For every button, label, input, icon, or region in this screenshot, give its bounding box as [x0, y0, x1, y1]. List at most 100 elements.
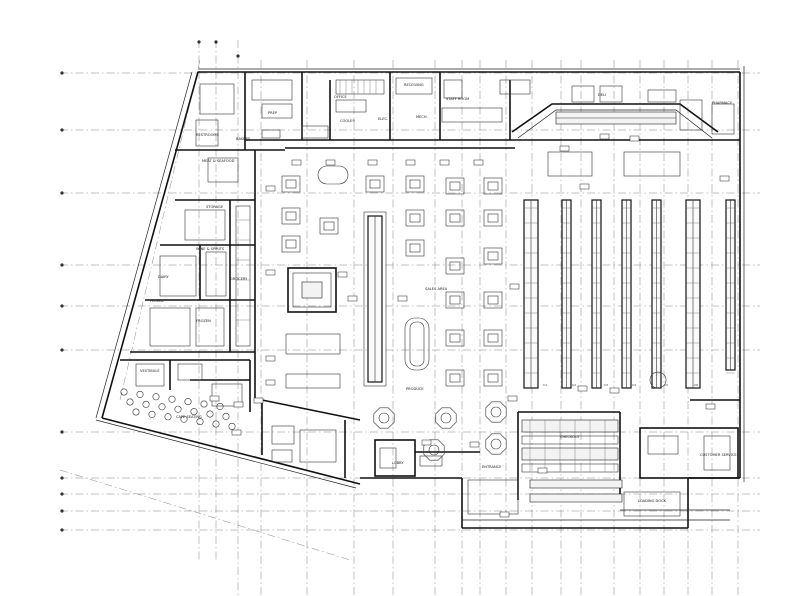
display-table-inner: [409, 179, 421, 189]
section-tag: [509, 283, 520, 290]
aisle-marker: C2: [572, 383, 576, 387]
section-tag: [719, 175, 730, 182]
slanted-room-fixtures: [271, 425, 443, 469]
endcap-display: [547, 151, 593, 177]
room-label-deli: DELI: [598, 93, 606, 97]
display-table-inner: [487, 181, 499, 191]
display-table: [281, 235, 301, 253]
room-label-restroom: RESTROOMS: [196, 133, 219, 137]
octagon-display-core: [428, 444, 440, 456]
cafe-table: [120, 388, 128, 396]
room-label-cafe: CAFE SEATING: [176, 415, 202, 419]
room-label-lobby: LOBBY: [392, 461, 404, 465]
room-label-checkout: CHECKOUT: [560, 435, 581, 439]
center-feature: [285, 165, 430, 389]
room-label-dairy: DAIRY: [158, 275, 169, 279]
aisle-markers: C1 C2 C3 C4 C5 C6: [543, 383, 698, 387]
room-label-cooler: COOLER: [340, 119, 355, 123]
section-tag: [265, 355, 276, 362]
display-table-inner: [409, 213, 421, 223]
octagon-display-core: [378, 412, 390, 424]
room-label-loading: LOADING DOCK: [638, 499, 667, 503]
section-tag: [405, 159, 416, 166]
section-tags: [209, 133, 730, 518]
cafe-table: [126, 398, 134, 406]
cafe-table: [158, 403, 166, 411]
section-tag: [705, 403, 716, 410]
display-table-inner: [409, 243, 421, 253]
section-tag: [231, 429, 242, 436]
octagon-display: [485, 401, 507, 423]
display-table-inner: [323, 221, 335, 231]
display-table: [445, 177, 465, 195]
grid-lines: [59, 40, 760, 596]
section-tag: [325, 159, 336, 166]
display-table: [365, 175, 385, 193]
section-tag: [265, 185, 276, 192]
section-tag: [265, 269, 276, 276]
display-table: [281, 207, 301, 225]
cafe-table: [196, 418, 204, 426]
display-table-inner: [285, 179, 297, 189]
section-tag: [439, 159, 450, 166]
section-tag: [265, 379, 276, 386]
octagon-display: [435, 407, 457, 429]
room-label-storage-a: STORAGE: [206, 205, 224, 209]
shelving-aisles: [523, 151, 736, 389]
display-table-inner: [487, 333, 499, 343]
cafe-table: [222, 412, 230, 420]
section-tag: [397, 295, 408, 302]
display-table: [445, 257, 465, 275]
display-table-inner: [449, 333, 461, 343]
octagon-displays: [373, 401, 507, 461]
section-tag: [499, 511, 510, 518]
section-tag: [337, 271, 348, 278]
room-label-floral: FLORAL: [150, 299, 164, 303]
aisle-marker: C3: [604, 383, 608, 387]
display-table-inner: [449, 295, 461, 305]
display-table-inner: [449, 261, 461, 271]
checkout-lanes: [467, 419, 681, 517]
service-counter-top-right: [511, 85, 735, 139]
cafe-table: [206, 410, 214, 418]
display-table: [483, 329, 503, 347]
section-tag: [599, 133, 610, 140]
cafe-table: [184, 398, 192, 406]
display-table: [281, 175, 301, 193]
cafe-table: [216, 402, 224, 410]
section-tag: [629, 135, 640, 142]
endcap-display: [623, 151, 681, 177]
section-tag: [609, 387, 620, 394]
section-tag: [233, 401, 244, 408]
room-label-vestibule: VESTIBULE: [140, 369, 160, 373]
room-label-receiving: RECEIVING: [404, 83, 424, 87]
display-table: [445, 329, 465, 347]
display-table-inner: [449, 213, 461, 223]
room-label-sales-left: SALES AREA: [425, 287, 448, 291]
display-table: [445, 291, 465, 309]
display-table: [445, 209, 465, 227]
display-table-inner: [487, 373, 499, 383]
aisle-marker: C5: [664, 383, 668, 387]
display-table-inner: [449, 181, 461, 191]
display-table-inner: [487, 251, 499, 261]
cafe-table: [164, 413, 172, 421]
octagon-display-core: [440, 412, 452, 424]
room-label-office-top: OFFICE: [334, 95, 348, 99]
display-table: [483, 209, 503, 227]
cafe-table: [174, 405, 182, 413]
display-table-inner: [285, 211, 297, 221]
room-label-electrical: ELEC.: [378, 117, 388, 121]
room-label-pharmacy: PHARMACY: [712, 101, 733, 105]
display-table-inner: [369, 179, 381, 189]
display-table: [483, 247, 503, 265]
right-room-fixtures: [647, 371, 731, 471]
cafe-table: [152, 393, 160, 401]
cafe-table: [136, 390, 144, 398]
section-tag: [367, 159, 378, 166]
display-table-inner: [449, 373, 461, 383]
room-label-grocery: GROCERY: [230, 277, 248, 281]
interior-walls: [120, 72, 740, 500]
section-tag: [579, 183, 590, 190]
